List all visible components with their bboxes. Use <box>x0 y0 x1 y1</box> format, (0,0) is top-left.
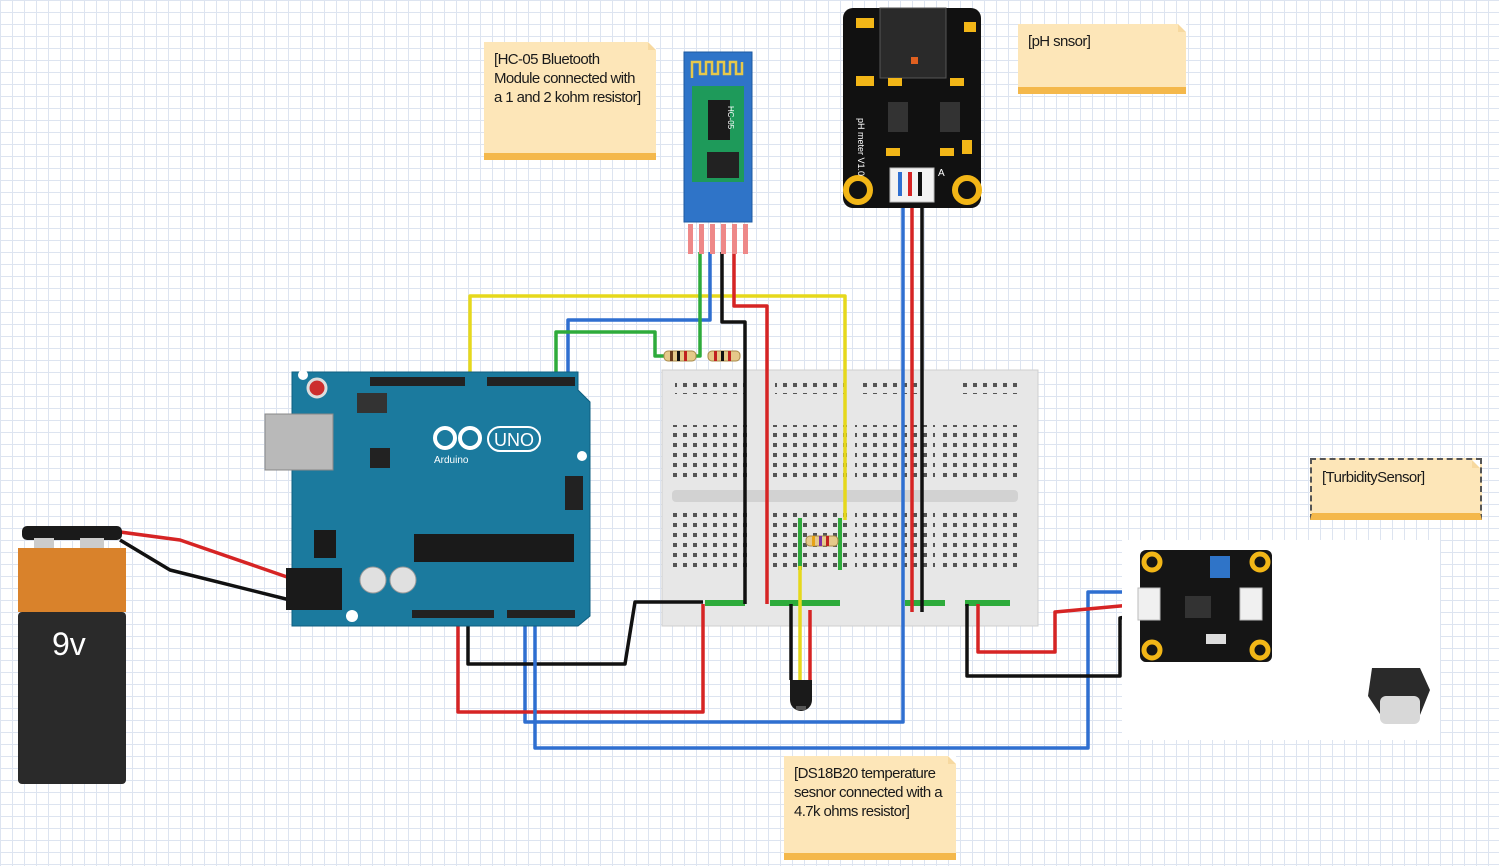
turbidity-sensor-board <box>1122 540 1440 740</box>
wire-green-bt <box>554 252 702 372</box>
wire-blue-ph <box>523 200 905 724</box>
breadboard <box>661 369 1039 627</box>
turbidity-probe-icon <box>1368 668 1430 724</box>
note-ph: [pH snsor] <box>1018 24 1186 94</box>
note-turbidity: [TurbiditySensor] <box>1310 458 1482 520</box>
wire-red-turb <box>976 602 1143 654</box>
ph-sensor-board: A pH meter V1.0 <box>843 7 982 208</box>
wire-black-gnd <box>466 600 703 666</box>
note-bluetooth: [HC-05 Bluetooth Module connected with a… <box>484 42 656 160</box>
dc-jack-icon <box>286 568 342 610</box>
hc05-bluetooth-module: HC-05 <box>683 51 753 254</box>
note-temperature: [DS18B20 temperature sesnor connected wi… <box>784 756 956 860</box>
arduino-uno-board: UNO Arduino <box>264 370 591 627</box>
usb-connector-icon <box>264 413 334 471</box>
hc05-chip-label: HC-05 <box>726 106 735 130</box>
wire-red-5v <box>456 604 705 714</box>
temperature-probe-icon <box>790 680 812 711</box>
ph-connector-label: A <box>938 168 945 179</box>
arduino-model-label: UNO <box>494 430 534 450</box>
resistors <box>663 350 839 547</box>
wire-blue-bt <box>566 252 712 372</box>
wire-black-battery <box>119 538 291 602</box>
battery-label: 9v <box>52 626 86 662</box>
arduino-logo-icon <box>433 426 482 450</box>
arduino-brand-label: Arduino <box>434 455 469 466</box>
wire-yellow-bt <box>468 294 847 520</box>
wire-red-battery <box>119 530 291 580</box>
wire-blue-turb <box>533 590 1142 750</box>
ph-board-label: pH meter V1.0 <box>856 118 866 176</box>
battery-icon: 9v <box>18 526 126 784</box>
wire-black-bt <box>720 252 747 604</box>
wire-red-bt <box>732 252 769 604</box>
